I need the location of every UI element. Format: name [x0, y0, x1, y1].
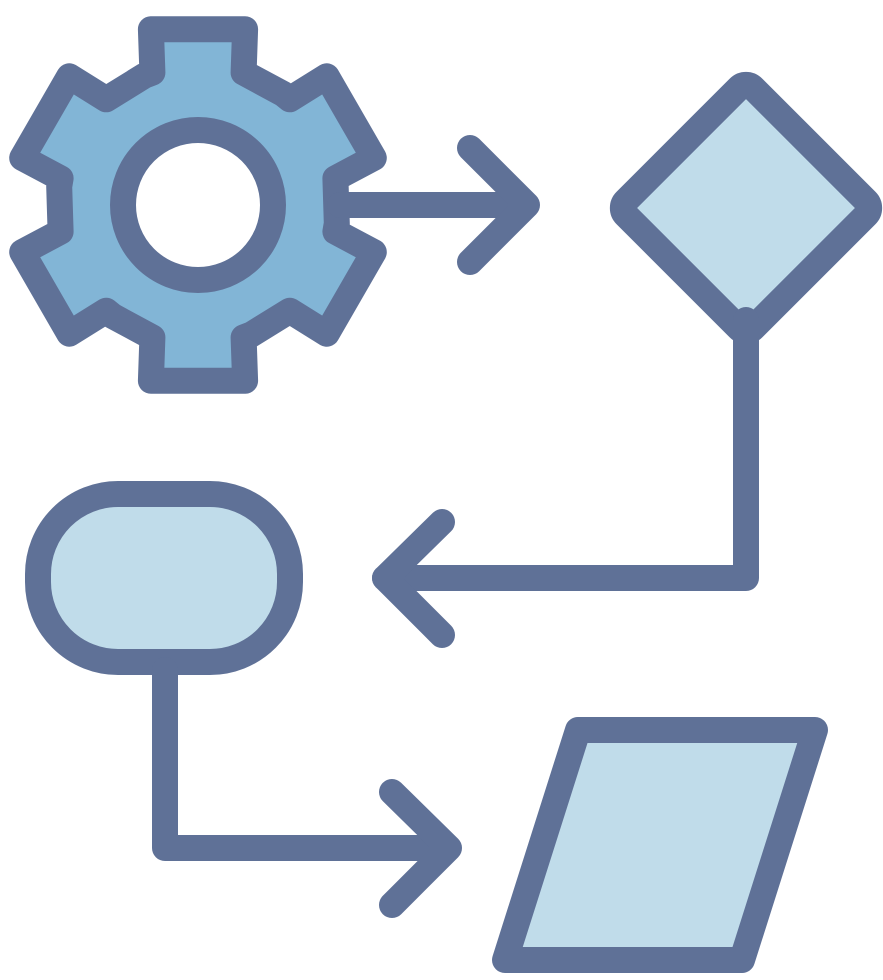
arrow-head [457, 135, 540, 275]
terminator-shape [25, 481, 303, 675]
connector-line [372, 307, 759, 591]
gear-hole [110, 117, 286, 293]
parallelogram-shape [492, 717, 828, 973]
arrow-left-icon [372, 307, 759, 648]
decision-diamond [609, 71, 883, 345]
arrow-head [372, 509, 455, 648]
connector-line [152, 657, 461, 861]
arrow-head [379, 779, 462, 918]
arrow-right-icon [327, 135, 540, 275]
gear-icon [9, 16, 387, 394]
arrow-right-icon [152, 657, 462, 918]
